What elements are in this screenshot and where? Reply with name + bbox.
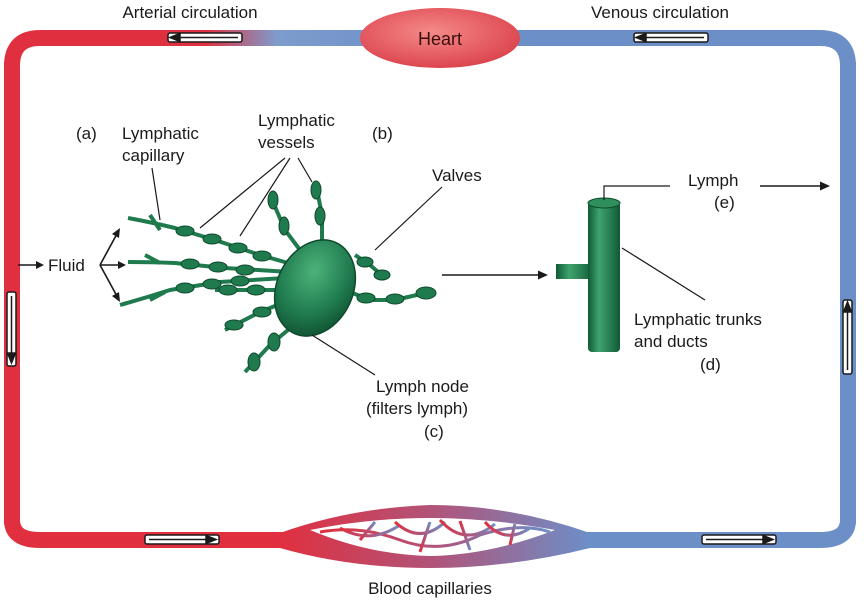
heart: Heart <box>360 8 520 68</box>
label-b: (b) <box>372 124 393 143</box>
arterial-circulation-label: Arterial circulation <box>122 3 257 22</box>
blood-capillary-bed <box>280 505 590 568</box>
lymphatic-vessels-label-line2: vessels <box>258 133 315 152</box>
lymphatic-trunks-label-line2: and ducts <box>634 332 708 351</box>
diagram-labels: (a) Lymphatic capillary Lymphatic vessel… <box>76 111 762 598</box>
lymphatic-capillary-label-line2: capillary <box>122 146 185 165</box>
trunk-branch <box>556 264 594 279</box>
trunk-duct <box>588 202 620 352</box>
venous-circulation-label: Venous circulation <box>591 3 729 22</box>
lymphatic-trunk <box>556 197 621 352</box>
flow-to-trunk-arrow <box>442 270 548 280</box>
heart-shape <box>360 8 520 68</box>
lymphatic-capillary-label-line1: Lymphatic <box>122 124 199 143</box>
label-c: (c) <box>424 422 444 441</box>
lymph-node-label-line1: Lymph node <box>376 377 469 396</box>
lymphatic-vessels-label-line1: Lymphatic <box>258 111 335 130</box>
lymph-node <box>273 239 357 337</box>
label-a: (a) <box>76 124 97 143</box>
label-e: (e) <box>714 193 735 212</box>
circulation-loop <box>4 30 856 568</box>
lymphatic-valves <box>175 180 437 372</box>
lymph-node-label-line2: (filters lymph) <box>366 399 468 418</box>
blood-capillaries-label: Blood capillaries <box>368 579 492 598</box>
lymph-label: Lymph <box>688 171 738 190</box>
heart-label: Heart <box>418 29 462 49</box>
label-d: (d) <box>700 355 721 374</box>
arterial-vessel-bottom <box>4 519 290 548</box>
venous-vessel-right <box>840 62 856 524</box>
lymphatic-trunks-label-line1: Lymphatic trunks <box>634 310 762 329</box>
venous-vessel-top <box>440 30 856 67</box>
lymph-output-arrow <box>760 181 830 191</box>
arterial-vessel-top <box>4 30 440 67</box>
fluid-label: Fluid <box>48 256 85 275</box>
valves-label: Valves <box>432 166 482 185</box>
venous-vessel-bottom <box>580 519 856 548</box>
leader-lines <box>151 157 706 376</box>
